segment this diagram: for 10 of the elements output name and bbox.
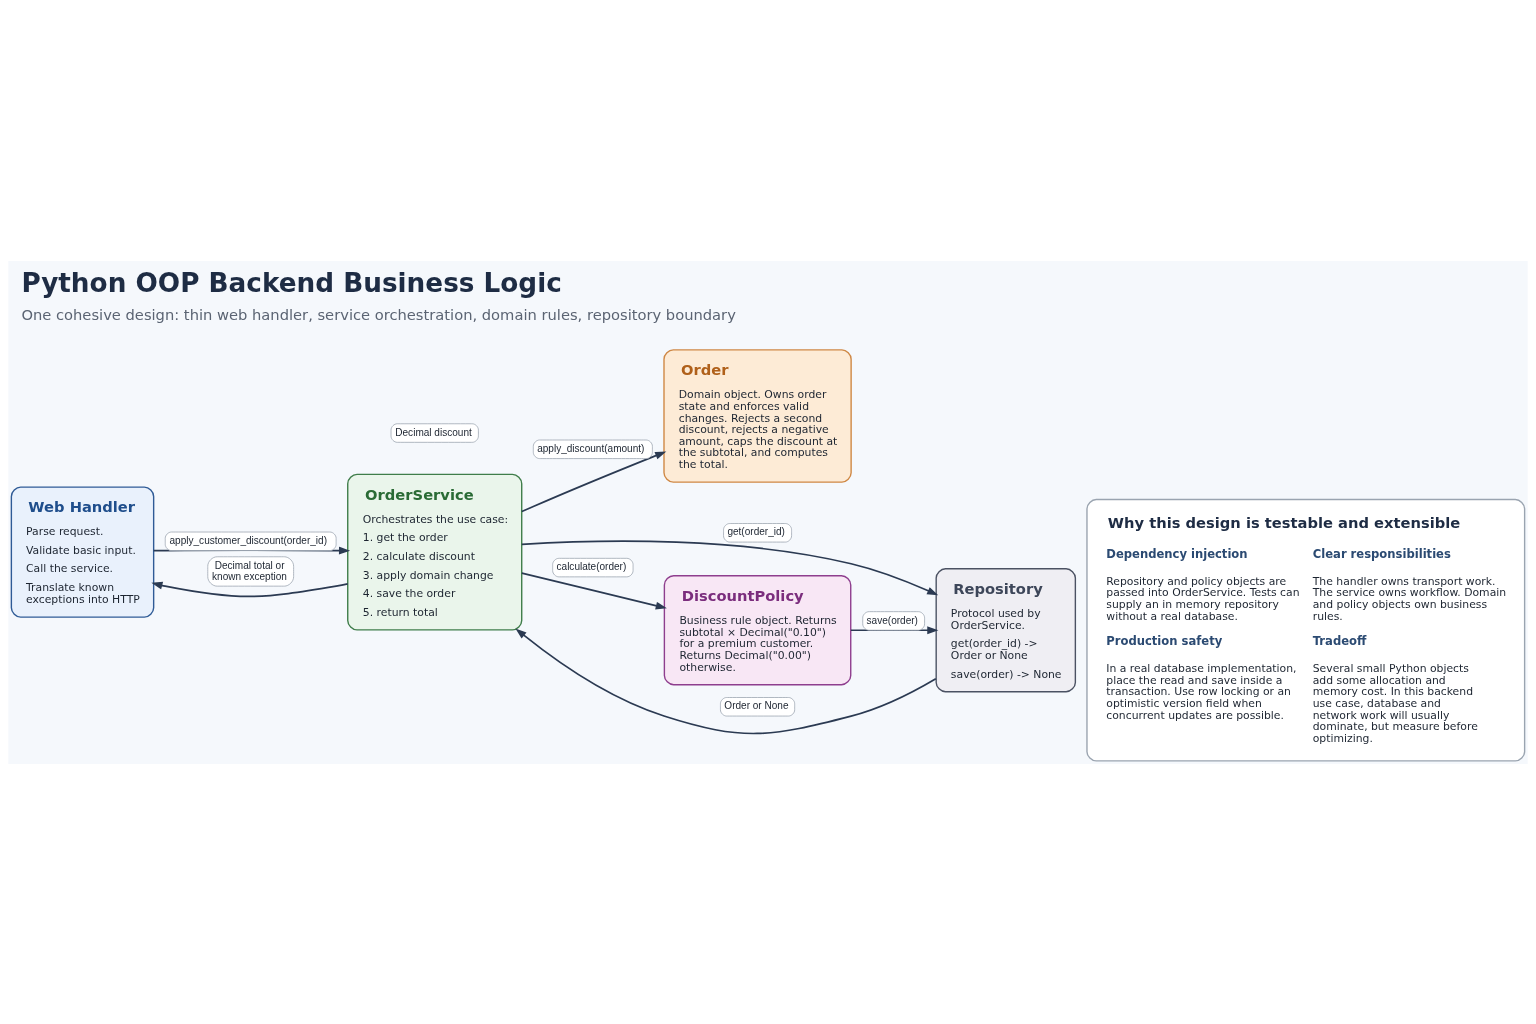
edge-label: apply_customer_discount(order_id) xyxy=(169,534,327,546)
edge-label: get(order_id) xyxy=(727,525,785,537)
caption: One cohesive design: thin web handler, service orchestration, domain rules, repository boundary xyxy=(21,305,736,323)
label: Decimal discount xyxy=(395,426,472,438)
edge-label: save(order) xyxy=(866,614,918,626)
edge-label: apply_discount(amount) xyxy=(537,442,645,454)
edge-label: calculate(order) xyxy=(556,560,627,572)
edge-label: Decimal total or known exception xyxy=(212,559,287,581)
edge-label: Order or None xyxy=(724,699,789,711)
diagram-title: Python OOP Backend Business Logic xyxy=(21,267,562,298)
